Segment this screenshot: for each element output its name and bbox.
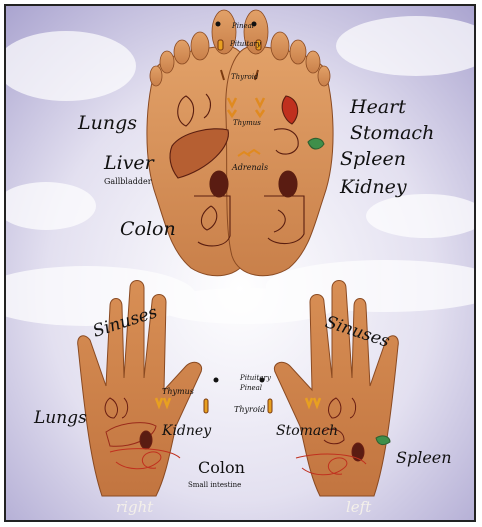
label-stomach-foot: Stomach [350, 124, 434, 143]
label-spleen-foot: Spleen [340, 150, 406, 169]
label-stomach-hand: Stomach [276, 424, 338, 438]
label-spleen-hand: Spleen [396, 450, 452, 466]
label-adrenals: Adrenals [232, 164, 268, 172]
label-gallbladder: Gallbladder [104, 178, 152, 186]
label-kidney-foot: Kidney [340, 178, 407, 197]
label-pineal-foot: Pineal [232, 23, 254, 30]
label-pineal-hand: Pineal [240, 385, 262, 392]
label-pituitary-foot: Pituitary [230, 41, 261, 48]
label-left-hand: left [346, 500, 371, 515]
label-colon-foot: Colon [120, 220, 176, 239]
label-lungs-hand: Lungs [34, 410, 87, 427]
label-right-hand: right [116, 500, 153, 515]
label-heart: Heart [350, 98, 406, 117]
label-pituitary-hand: Pituitary [240, 375, 271, 382]
label-liver: Liver [104, 154, 154, 173]
label-colon-hand: Colon [198, 460, 245, 476]
label-thyroid-foot: Thyroid [231, 74, 258, 81]
label-small-intestine: Small intestine [188, 482, 241, 489]
label-kidney-hand: Kidney [162, 424, 211, 438]
label-lungs-foot: Lungs [78, 114, 137, 133]
label-thymus-hand: Thymus [162, 388, 194, 396]
chart-artwork [6, 6, 474, 520]
reflexology-chart: Pineal Pituitary Thyroid Thymus Adrenals… [4, 4, 476, 522]
label-thyroid-hand: Thyroid [234, 406, 265, 414]
label-thymus-foot: Thymus [233, 120, 261, 127]
